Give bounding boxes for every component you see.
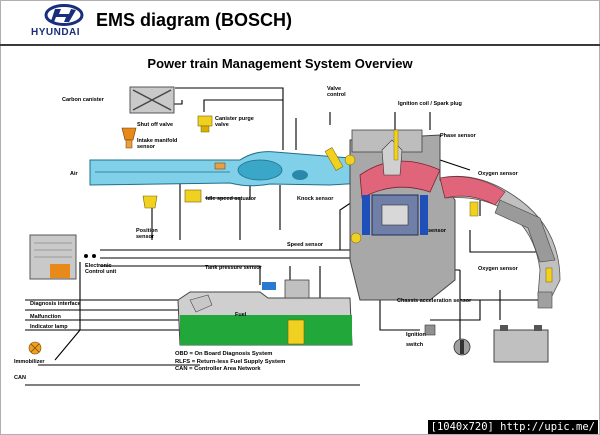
- label-tank-pressure-sensor: Tank pressure sensor: [205, 265, 262, 271]
- header-rule: [0, 44, 600, 46]
- legend-item: RLFS = Return-less Fuel Supply System: [175, 358, 286, 365]
- exhaust-pipe: [439, 175, 561, 309]
- label-idle-speed-actuator: Idle speed actuator: [206, 196, 257, 202]
- label-oxygen-sensor-upstream: Oxygen sensor: [478, 171, 518, 177]
- intake-air-duct: [89, 151, 381, 187]
- label-oxygen-sensor-downstream: Oxygen sensor: [478, 266, 518, 272]
- label-chassis-accel-sensor: Chassis acceleration sensor: [397, 298, 472, 304]
- slide-title: EMS diagram (BOSCH): [96, 10, 293, 30]
- label-sensor: sensor: [428, 228, 447, 234]
- legend-item: OBD = On Board Diagnosis System: [175, 351, 273, 357]
- watermark: [1040x720] http://upic.me/: [427, 420, 598, 434]
- ignition-switch-icon: [424, 324, 471, 356]
- label-valve-control: Valve control: [327, 86, 346, 98]
- label-canister-purge-valve: Canister purge valve: [215, 116, 254, 128]
- label-position-sensor: Position sensor: [136, 228, 158, 240]
- label-knock-sensor: Knock sensor: [297, 196, 334, 202]
- label-can: CAN: [14, 375, 26, 381]
- legend: OBD = On Board Diagnosis System RLFS = R…: [175, 351, 285, 374]
- label-ignition-coil: Ignition coil / Spark plug: [398, 101, 462, 107]
- label-intake-manifold-sensor: Intake manifold sensor: [137, 138, 178, 150]
- wiring-harness: [25, 87, 546, 386]
- ecu-icon: [29, 234, 96, 280]
- label-fuel: Fuel: [235, 312, 247, 318]
- engine-block: [324, 129, 456, 301]
- label-diagnosis-interface: Diagnosis interface: [30, 301, 81, 307]
- label-speed-sensor: Speed sensor: [287, 242, 324, 248]
- diagram-title: Power train Management System Overview: [147, 56, 413, 71]
- slide-header: HYUNDAI EMS diagram (BOSCH): [0, 0, 600, 44]
- label-immobilizer: Immobilizer: [14, 359, 45, 365]
- label-malfunction-lamp: Malfunction Indicator lamp: [30, 314, 68, 330]
- idle-speed-actuator-icon: [142, 195, 158, 209]
- label-carbon-canister: Carbon canister: [62, 97, 104, 103]
- hyundai-logo-icon: [44, 4, 84, 26]
- shut-off-valve-icon: [121, 127, 137, 149]
- immobilizer-icon: [28, 341, 42, 355]
- label-shut-off-valve: Shut off valve: [137, 122, 174, 128]
- label-phase-sensor: Phase sensor: [440, 133, 476, 139]
- label-air: Air: [70, 171, 78, 177]
- canister-purge-valve-icon: [197, 115, 213, 133]
- label-ignition-switch: Ignition switch: [406, 332, 426, 348]
- battery-icon: [493, 325, 549, 363]
- legend-item: CAN = Controller Area Network: [175, 366, 261, 372]
- position-sensor-icon: [184, 189, 202, 203]
- fuel-tank-icon: [177, 279, 353, 346]
- label-electronic-control-unit: Electronic Control unit: [85, 263, 117, 275]
- intake-manifold-sensor-icon: [214, 162, 226, 170]
- carbon-canister-icon: [129, 86, 175, 114]
- brand-name: HYUNDAI: [31, 27, 81, 38]
